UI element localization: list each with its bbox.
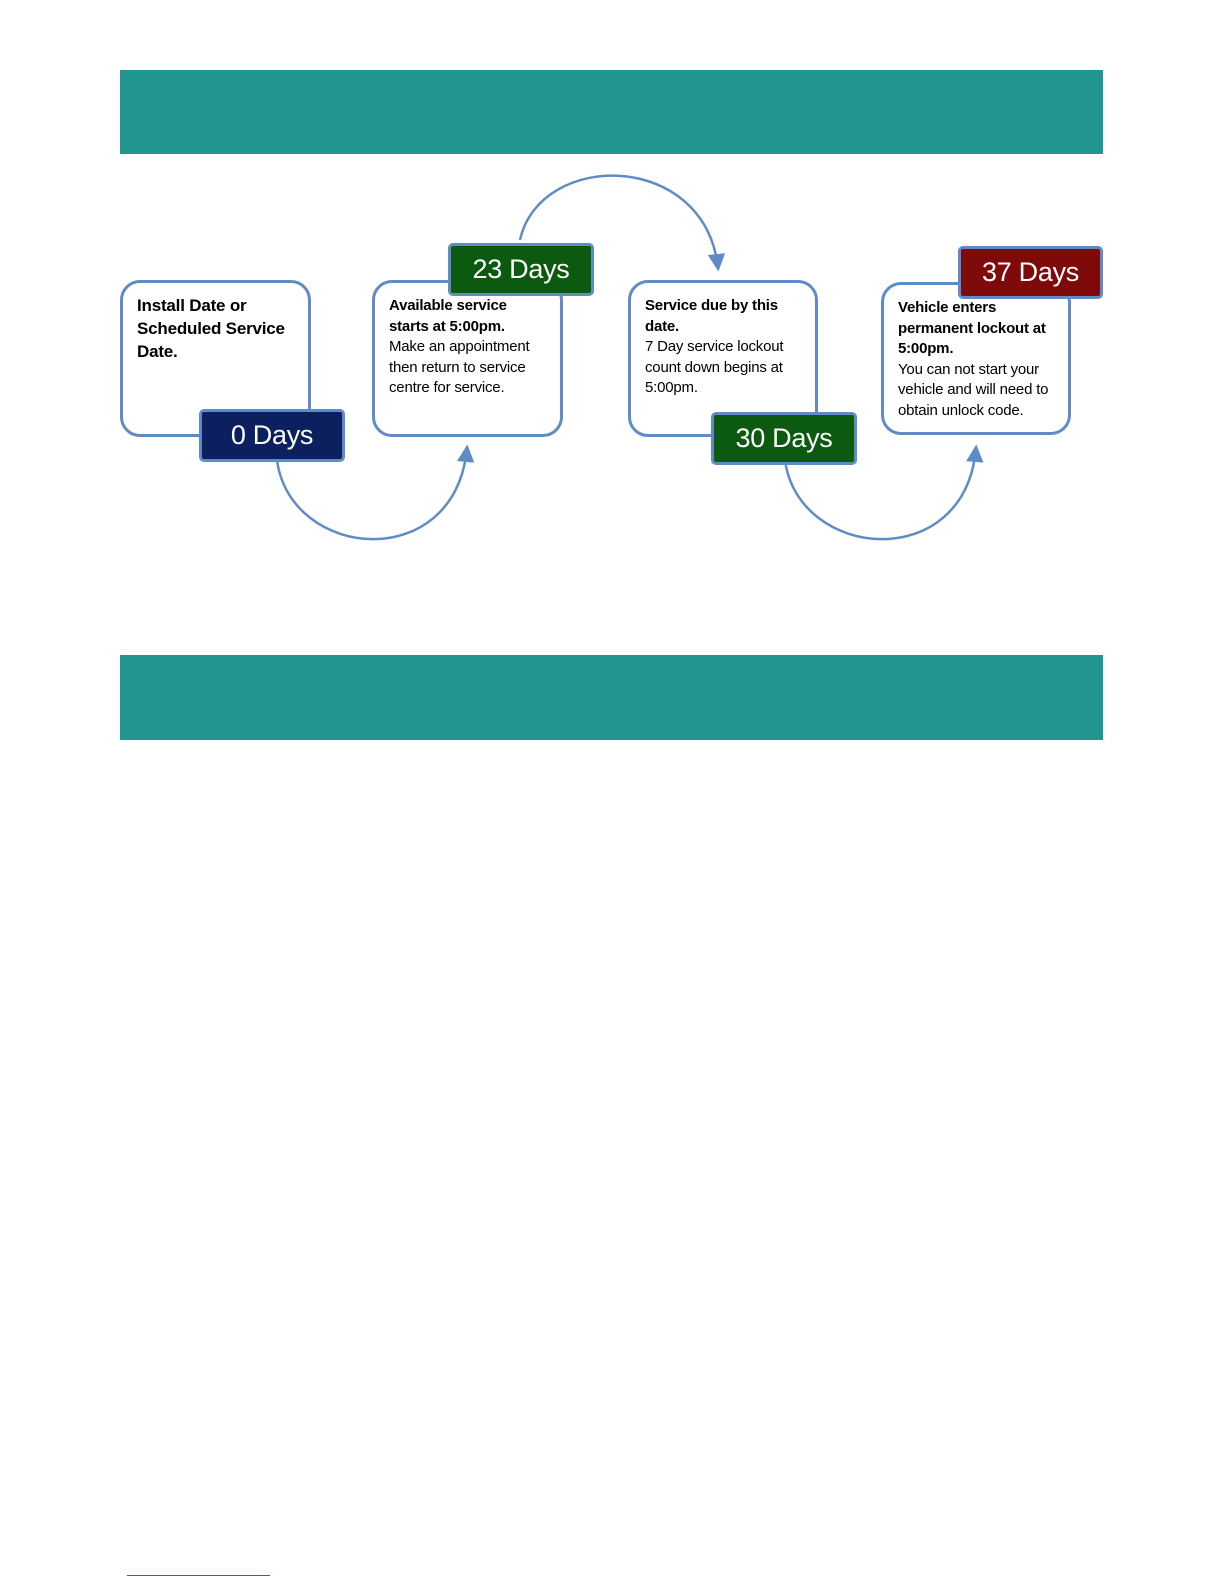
day-30-badge: 30 Days <box>711 412 857 465</box>
footnote-separator <box>127 1575 270 1576</box>
step-line: Available service <box>389 297 507 314</box>
step-line: 5:00pm. <box>898 340 954 357</box>
step-line: Date. <box>137 342 178 361</box>
step-line: Scheduled Service <box>137 319 285 338</box>
step-line: 7 Day service lockout <box>645 338 784 355</box>
step-line: count down begins at <box>645 358 783 376</box>
step-line: obtain unlock code. <box>898 401 1024 419</box>
header-banner-top <box>120 70 1103 154</box>
arrow-day23-to-day30 <box>518 174 726 272</box>
step-permanent-lockout-box: Vehicle enters permanent lockout at 5:00… <box>881 282 1071 435</box>
step-line: then return to service <box>389 358 526 376</box>
day-23-badge: 23 Days <box>448 243 594 296</box>
arrow-day30-to-day37 <box>783 444 984 541</box>
step-line: centre for service. <box>389 379 505 396</box>
step-line: permanent lockout at <box>898 319 1046 337</box>
step-line: starts at 5:00pm. <box>389 317 505 335</box>
step-service-due-box: Service due by this date. 7 Day service … <box>628 280 818 437</box>
arrow-day0-to-day23 <box>275 444 475 541</box>
step-available-service-box: Available service starts at 5:00pm. Make… <box>372 280 563 437</box>
step-line: date. <box>645 317 680 335</box>
step-line: Install Date or <box>137 296 247 315</box>
day-37-badge: 37 Days <box>958 246 1103 299</box>
day-0-badge: 0 Days <box>199 409 345 462</box>
step-line: vehicle and will need to <box>898 381 1049 398</box>
step-line: You can not start your <box>898 360 1039 378</box>
step-line: Vehicle enters <box>898 299 997 316</box>
header-banner-bottom <box>120 655 1103 740</box>
step-line: 5:00pm. <box>645 379 698 396</box>
step-line: Service due by this <box>645 297 778 314</box>
step-line: Make an appointment <box>389 338 530 355</box>
flow-arrows <box>275 174 984 541</box>
